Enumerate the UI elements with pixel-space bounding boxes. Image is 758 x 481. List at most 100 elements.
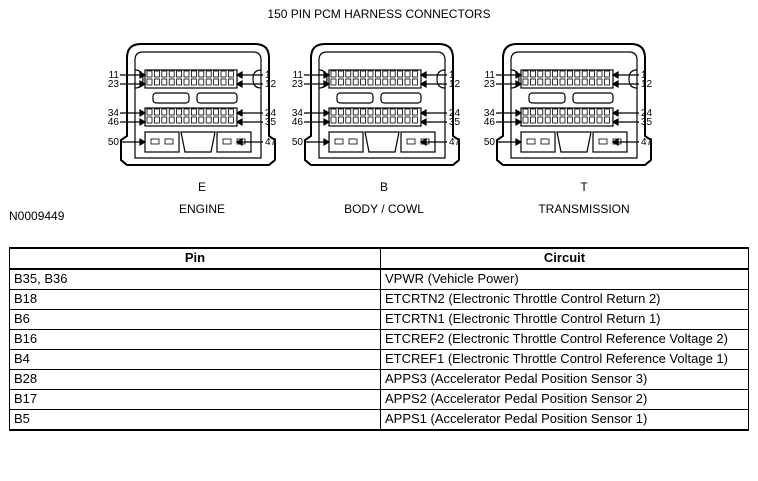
pin-cell-upper [604,70,610,78]
arrow-right [611,137,619,147]
pin-label-left: 34 [484,108,496,119]
arrow-left [323,79,331,89]
table-row: B18 ETCRTN2 (Electronic Throttle Control… [9,289,749,310]
pin-cell-lower [522,108,529,116]
pin-block-upper [520,69,614,89]
pin-cell-upper [146,78,153,86]
circuit-cell: ETCREF1 (Electronic Throttle Control Ref… [380,349,749,370]
arrow-left [515,70,523,80]
pin-cell-lower [589,116,595,124]
pin-cell-upper [220,78,227,86]
pin-cell-upper [191,70,197,78]
pin-label-right: 47 [265,137,277,148]
pin-label-left: 46 [484,117,496,128]
pin-label-left: 46 [108,117,120,128]
connector-housing [120,43,276,166]
pin-cell-lower [544,108,551,116]
pin-cell-upper [375,78,381,86]
pin-cell-lower [176,116,182,124]
header-pin: Pin [9,247,381,270]
pin-cell-upper [382,78,389,86]
pin-label-right: 35 [641,117,653,128]
pin-cell-upper [412,78,418,86]
pin-label-right: 24 [641,108,653,119]
pin-label-left: 50 [484,137,496,148]
pin-label-right: 12 [449,79,461,90]
pin-label-right: 47 [449,137,461,148]
pin-cell-lower [213,108,219,116]
pin-cell-lower [338,116,344,124]
pin-cell-upper [213,70,219,78]
arrow-right [235,137,243,147]
pin-cell-upper [161,78,168,86]
arrow-left [139,117,147,127]
pin-cell-lower [345,108,352,116]
pin-label-right: 35 [265,117,277,128]
pin-cell-lower [522,116,529,124]
pin-cell-upper [360,78,366,86]
arrow-right [611,79,619,89]
arrow-right [419,79,427,89]
pin-cell-upper [176,78,182,86]
pin-cell-lower [198,116,205,124]
pin-cell-lower [183,116,190,124]
pin-cell-upper [213,78,219,86]
pin-cell-lower [352,116,359,124]
pin-cell-upper [168,70,175,78]
connector-housing [304,43,460,166]
pin-cell-lower [220,108,227,116]
pin-cell: B28 [9,369,381,390]
pin-cell-upper [530,78,536,86]
pin-cell-lower [205,108,212,116]
pin-cell-lower [360,116,366,124]
pin-cell-upper [360,70,366,78]
pin-cell-lower [146,108,153,116]
pin-cell-lower [205,116,212,124]
pin-cell-lower [382,108,389,116]
arrow-left [515,79,523,89]
side-bump [252,69,262,89]
table-row: B16 ETCREF2 (Electronic Throttle Control… [9,329,749,350]
pin-label-left: 46 [292,117,304,128]
pin-cell-lower [168,108,175,116]
middle-slot [380,92,422,104]
pin-cell-lower [559,108,566,116]
arrow-left [515,137,523,147]
pin-cell-upper [205,78,212,86]
pin-cell-lower [161,108,168,116]
pin-cell-upper [168,78,175,86]
pin-cell-lower [389,108,396,116]
arrow-left [323,70,331,80]
pin-cell-lower [375,116,381,124]
pin-cell-upper [367,70,374,78]
connector-inner [510,51,638,159]
table-row: B28 APPS3 (Accelerator Pedal Position Se… [9,369,749,390]
pin-cell-upper [404,70,411,78]
pin-cell: B16 [9,329,381,350]
arrow-left [515,117,523,127]
pin-block-upper [328,69,422,89]
pin-cell-lower [228,108,234,116]
arrow-right [235,79,243,89]
table-header-row: Pin Circuit [9,247,749,270]
pin-cell-lower [154,108,160,116]
pin-cell-lower [168,116,175,124]
middle-slot [572,92,614,104]
pin-cell-lower [596,108,603,116]
pin-cell-upper [544,78,551,86]
circuit-cell: VPWR (Vehicle Power) [380,268,749,290]
pin-cell-upper [537,70,544,78]
pin-cell-upper [228,78,234,86]
pin-cell-upper [412,70,418,78]
pin-cell-lower [228,116,234,124]
pin-cell-upper [544,70,551,78]
pin-cell-lower [552,116,558,124]
side-bump [436,69,446,89]
pin-label-right: 24 [265,108,277,119]
pin-cell-lower [574,108,581,116]
pin-cell-lower [397,108,403,116]
figure-title: 150 PIN PCM HARNESS CONNECTORS [267,7,491,21]
power-pin [540,138,550,145]
pin-cell-upper [330,78,337,86]
